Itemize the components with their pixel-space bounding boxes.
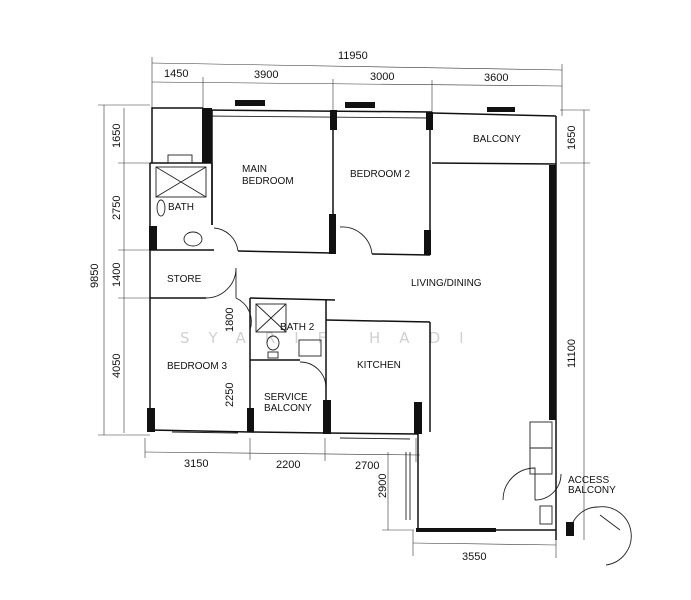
dimension-bottom-2: 2200 bbox=[276, 459, 300, 471]
dimension-top-1: 1450 bbox=[164, 68, 188, 80]
bath-2-label: BATH 2 bbox=[280, 322, 315, 333]
store-label: STORE bbox=[167, 274, 202, 285]
main-bedroom-label-line2: BEDROOM bbox=[242, 176, 294, 187]
bath-label: BATH bbox=[168, 202, 194, 213]
access-balcony-label-line2: BALCONY bbox=[568, 485, 616, 496]
dimension-2900: 2900 bbox=[377, 474, 389, 498]
bedroom-2-label: BEDROOM 2 bbox=[350, 169, 410, 180]
dimension-left-total: 9850 bbox=[89, 264, 101, 288]
dimension-bottom-right: 3550 bbox=[462, 551, 486, 563]
main-bedroom-label-line1: MAIN bbox=[242, 164, 267, 175]
dimension-left-3: 1400 bbox=[111, 263, 123, 287]
dimension-bottom-1: 3150 bbox=[184, 458, 208, 470]
balcony-label: BALCONY bbox=[473, 134, 521, 145]
dimension-bottom-3: 2700 bbox=[355, 460, 379, 472]
access-balcony-label-line1: ACCESS bbox=[568, 475, 609, 486]
dimension-right-main: 11100 bbox=[566, 339, 578, 368]
dimension-right-top: 1650 bbox=[566, 126, 578, 150]
dimension-top-3: 3000 bbox=[370, 71, 394, 83]
dimension-2250: 2250 bbox=[224, 383, 236, 407]
service-balcony-label-line2: BALCONY bbox=[264, 403, 312, 414]
service-balcony-label-line1: SERVICE bbox=[264, 392, 308, 403]
dimension-lines bbox=[98, 57, 590, 558]
dimension-left-4: 4050 bbox=[111, 354, 123, 378]
watermark: SYARIF HADI bbox=[180, 329, 483, 347]
dimension-left-1: 1650 bbox=[111, 124, 123, 148]
dimension-overall-width: 11950 bbox=[338, 50, 368, 62]
dimension-1800: 1800 bbox=[224, 308, 236, 332]
dimension-top-2: 3900 bbox=[254, 69, 278, 81]
dimension-left-2: 2750 bbox=[111, 196, 123, 220]
columns bbox=[147, 100, 515, 434]
kitchen-label: KITCHEN bbox=[357, 360, 401, 371]
bedroom-3-label: BEDROOM 3 bbox=[167, 361, 227, 372]
living-dining-label: LIVING/DINING bbox=[411, 278, 482, 289]
dimension-top-4: 3600 bbox=[484, 72, 508, 84]
